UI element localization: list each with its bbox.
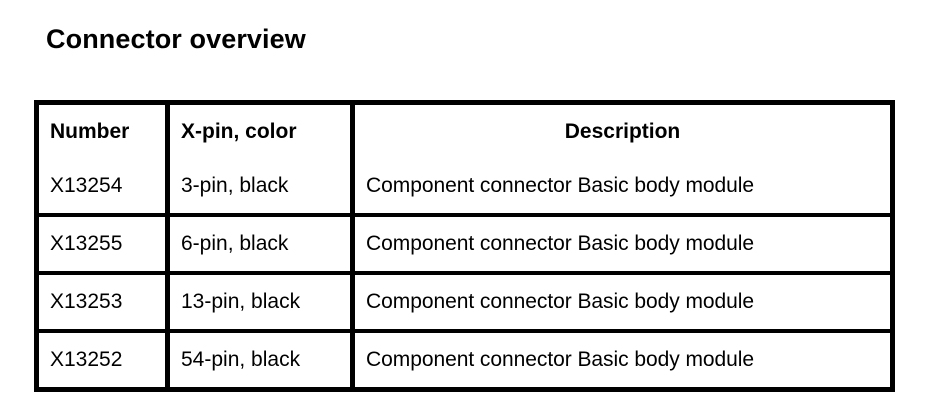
cell-xpin-color: 6-pin, black — [167, 215, 355, 275]
table-row: X13252 54-pin, black Component connector… — [36, 331, 893, 390]
column-header-number: Number — [36, 102, 170, 159]
table-header-row: Number X-pin, color Description — [36, 102, 893, 159]
cell-description: Component connector Basic body module — [366, 348, 755, 371]
cell-number: X13253 — [36, 273, 170, 333]
cell-number: X13252 — [36, 331, 170, 390]
table-header: Number X-pin, color Description — [36, 102, 893, 159]
cell-description: Component connector Basic body module — [352, 215, 893, 275]
cell-number: X13255 — [36, 215, 170, 275]
table-row: X13255 6-pin, black Component connector … — [36, 215, 893, 275]
cell-xpin-color: 13-pin, black — [167, 273, 355, 333]
connector-overview-table-wrapper: Number X-pin, color Description X13254 3… — [34, 100, 895, 392]
page-title: Connector overview — [46, 24, 306, 54]
column-header-description: Description — [564, 120, 681, 143]
cell-description: Component connector Basic body module — [352, 159, 893, 217]
cell-xpin-color: 54-pin, black — [167, 331, 355, 390]
column-header-xpin-color: X-pin, color — [167, 102, 355, 159]
cell-xpin-color: 3-pin, black — [167, 159, 355, 217]
connector-overview-table: Number X-pin, color Description X13254 3… — [34, 100, 895, 392]
cell-description: Component connector Basic body module — [352, 273, 893, 333]
cell-number: X13254 — [36, 159, 170, 217]
table-row: X13254 3-pin, black Component connector … — [36, 159, 893, 217]
table-body: X13254 3-pin, black Component connector … — [36, 159, 893, 390]
table-row: X13253 13-pin, black Component connector… — [36, 273, 893, 333]
